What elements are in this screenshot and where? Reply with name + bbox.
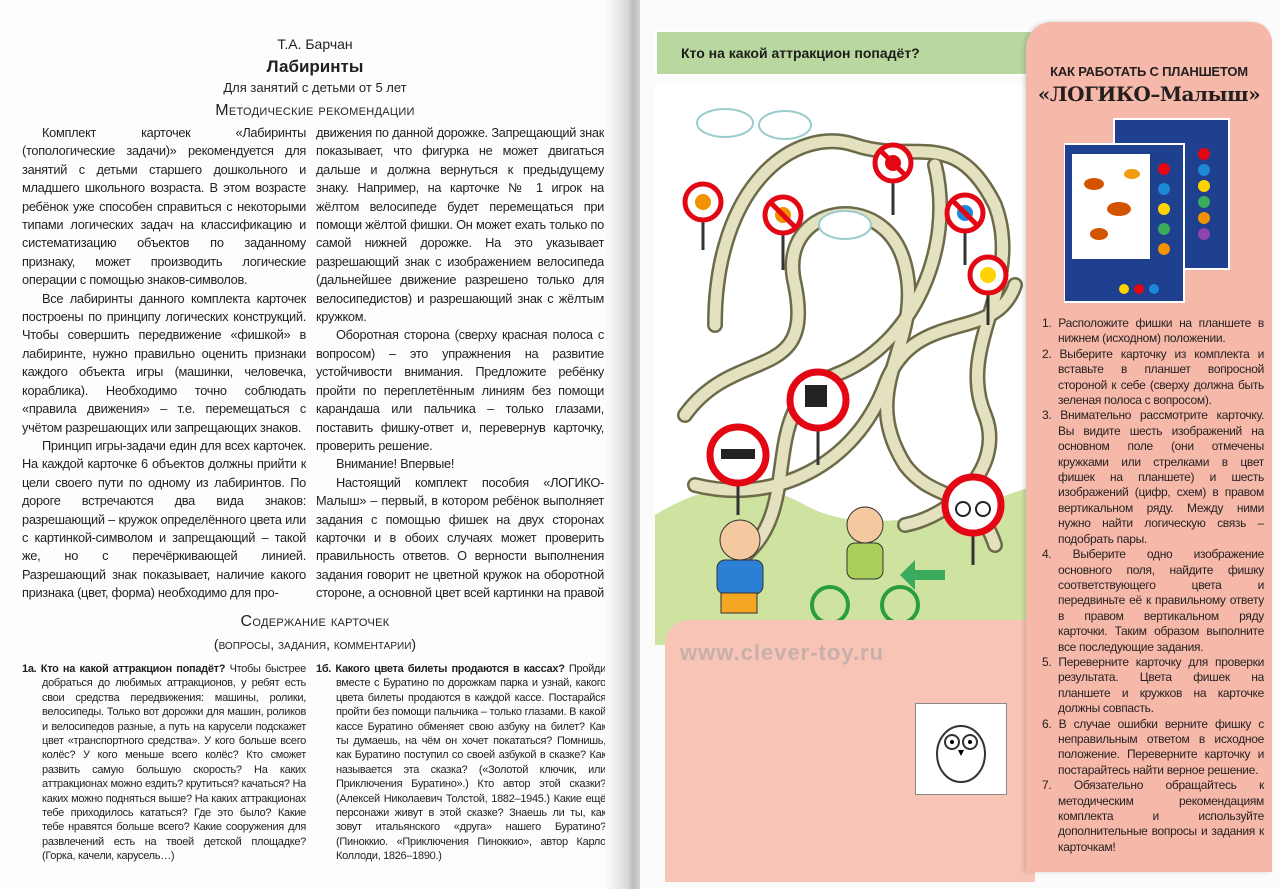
sign-no-red xyxy=(872,142,914,215)
instructions-panel: Как работать с планшетом «ЛОГИКО–Малыш» … xyxy=(1026,22,1272,872)
section-title-recommendations: Методические рекомендации xyxy=(215,102,415,119)
booklet-subtitle: Для занятий с детьми от 5 лет xyxy=(223,80,407,95)
sign-orange-circle xyxy=(682,181,724,250)
clouds xyxy=(696,108,872,240)
road-signs xyxy=(682,142,1009,565)
item-question: Кто на какой аттракцион попадёт? xyxy=(40,663,226,675)
tablet-chips xyxy=(1198,148,1210,240)
item-number: 1б. xyxy=(316,663,332,675)
kid-on-bicycle xyxy=(810,506,920,625)
step: 1. Расположите фишки на планшете в нижне… xyxy=(1042,316,1264,346)
left-page: Т.А. Барчан Лабиринты Для занятий с деть… xyxy=(0,0,628,889)
paragraph: Все лабиринты данного комплекта карточек… xyxy=(22,290,306,435)
card-question: Кто на какой аттракцион попадёт? xyxy=(681,45,920,61)
sign-bicycle xyxy=(941,473,1005,565)
kid-blue xyxy=(716,519,764,614)
paragraph: Внимание! Впервые! xyxy=(336,456,455,472)
watermark: www.clever-toy.ru xyxy=(680,640,885,665)
item-number: 1а. xyxy=(22,663,37,675)
item-question: Какого цвета билеты продаются в кассах? xyxy=(335,663,565,675)
content-item-1a: 1а. Кто на какой аттракцион попадёт? Что… xyxy=(22,662,306,884)
author: Т.А. Барчан xyxy=(277,36,353,52)
tablet-illustration xyxy=(1064,118,1230,303)
sign-yellow-circle xyxy=(967,254,1009,325)
section-title-contents: Содержание карточек xyxy=(240,613,390,630)
step: 2. Выберите карточку из комплекта и вста… xyxy=(1042,346,1264,408)
instruction-steps: 1. Расположите фишки на планшете в нижне… xyxy=(1042,316,1264,866)
paragraph: Настоящий комплект пособия «ЛОГИКО-Малыш… xyxy=(316,474,604,604)
card-question-bar: Кто на какой аттракцион попадёт? xyxy=(655,30,1035,76)
booklet-title: Лабиринты xyxy=(266,57,364,76)
step: 6. В случае ошибки верните фишку с непра… xyxy=(1042,716,1264,777)
step: 5. Переверните карточку для проверки рез… xyxy=(1042,654,1264,716)
text-column-2: движения по данной дорожке. Запрещающий … xyxy=(316,124,604,604)
arrow-left-icon xyxy=(900,560,945,590)
maze-illustration xyxy=(655,85,1035,645)
panel-title: Как работать с планшетом xyxy=(1050,64,1248,79)
sign-no-orange xyxy=(762,194,804,270)
content-item-1b: 1б. Какого цвета билеты продаются в касс… xyxy=(316,662,606,884)
sign-no-blue xyxy=(944,192,986,265)
sign-car xyxy=(706,423,770,515)
step: 4. Выберите одно изображение основного п… xyxy=(1042,547,1264,654)
section-subtitle-contents: (вопросы, задания, комментарии) xyxy=(213,636,417,652)
panel-brand: «ЛОГИКО–Малыш» xyxy=(1037,82,1261,106)
item-text: Чтобы быстрее добраться до любимых аттра… xyxy=(42,663,306,863)
item-text: Пройди вместе с Буратино по дорожкам пар… xyxy=(336,663,606,863)
paragraph: Комплект карточек «Лабиринты (топологиче… xyxy=(22,125,306,288)
owl-picture xyxy=(915,703,1007,795)
paragraph: Оборотная сторона (сверху красная полоса… xyxy=(316,327,604,453)
paragraph: Принцип игры-задачи един для всех карточ… xyxy=(22,437,306,601)
step: 7. Обязательно обращайтесь к методически… xyxy=(1042,778,1264,854)
sign-roller-skate xyxy=(786,368,850,465)
paragraph: движения по данной дорожке. Запрещающий … xyxy=(316,125,604,325)
step: 3. Внимательно рассмотрите карточку. Вы … xyxy=(1042,408,1264,546)
text-column-1: Комплект карточек «Лабиринты (топологиче… xyxy=(22,124,306,604)
